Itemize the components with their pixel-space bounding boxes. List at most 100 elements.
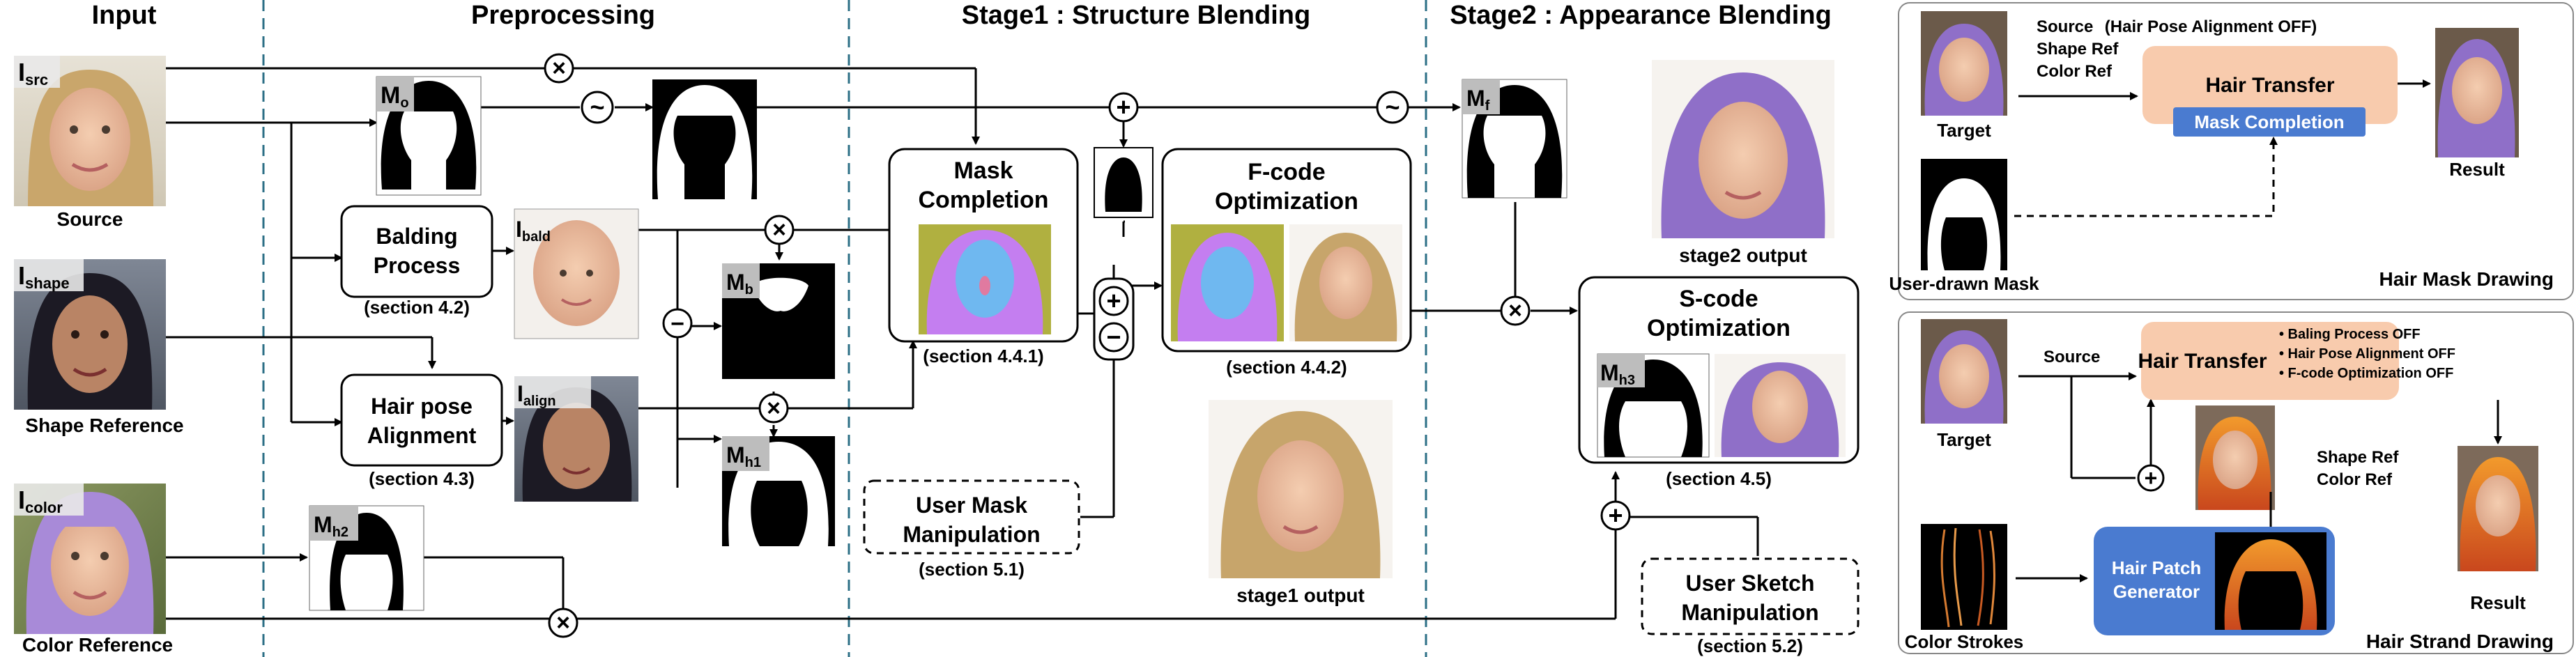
svg-text:+: +	[2145, 465, 2158, 490]
add-node-top: +	[1108, 92, 1139, 123]
section-title-stage1: Stage1 : Structure Blending	[962, 1, 1310, 30]
svg-text:User Mask: User Mask	[916, 493, 1027, 518]
top-panel-title: Hair Mask Drawing	[2379, 268, 2554, 290]
shape-reference-photo	[14, 259, 166, 410]
svg-text:×: ×	[556, 610, 570, 636]
balding-process-box: Balding Process	[340, 205, 493, 298]
generator-line-2: Generator	[2113, 581, 2200, 602]
hairpose-caption: (section 4.3)	[369, 468, 475, 489]
svg-text:Optimization: Optimization	[1647, 315, 1791, 341]
bottom-hair-transfer-box	[2141, 322, 2399, 400]
svg-text:+: +	[1608, 501, 1623, 530]
multiply-node-stage2: ×	[1500, 295, 1531, 326]
plus-minus-node: + −	[1093, 277, 1135, 361]
section-title-stage2: Stage2 : Appearance Blending	[1450, 1, 1832, 30]
svg-text:×: ×	[772, 217, 786, 243]
aligned-photo: Ialign	[514, 376, 638, 502]
svg-text:Isrc: Isrc	[18, 58, 48, 88]
bullet-2: • Hair Pose Alignment OFF	[2279, 346, 2455, 362]
svg-text:Mo: Mo	[381, 82, 409, 111]
balding-caption: (section 4.2)	[364, 297, 470, 318]
multiply-node-color: ×	[548, 608, 578, 638]
top-mask-completion-box	[2173, 107, 2366, 137]
svg-text:F-code: F-code	[1248, 159, 1325, 185]
connectors	[166, 67, 1759, 620]
mask-m-h2: Mh2	[309, 505, 424, 611]
multiply-node-bald: ×	[764, 215, 795, 245]
svg-text:Mh2: Mh2	[314, 512, 348, 540]
user-mask-manipulation-box: User Mask Manipulation	[863, 479, 1080, 555]
svg-text:Optimization: Optimization	[1215, 188, 1358, 215]
top-src-line-1: Source	[2037, 17, 2093, 36]
bullet-1: • Baling Process OFF	[2279, 327, 2421, 342]
svg-text:S-code: S-code	[1679, 286, 1758, 312]
color-reference-photo	[14, 484, 166, 634]
mask-m-f: Mf	[1462, 79, 1567, 199]
fcode-optimization-box: F-code Optimization	[1161, 148, 1412, 353]
generator-line-1: Hair Patch	[2112, 557, 2202, 578]
mask-complement-pre	[652, 79, 757, 199]
svg-text:×: ×	[552, 55, 566, 82]
svg-text:Alignment: Alignment	[367, 423, 477, 448]
top-src-line-3: Color Ref	[2037, 62, 2113, 81]
panel-hair-strand-drawing: Target Source + Hair Transfer • Baling P…	[1898, 311, 2574, 654]
shape-reference-caption: Shape Reference	[25, 415, 183, 436]
svg-text:Ishape: Ishape	[18, 261, 70, 292]
hair-pose-alignment-box: Hair pose Alignment	[340, 373, 503, 467]
multiply-node-top: ×	[544, 53, 574, 84]
minus-node: −	[662, 308, 693, 339]
label-i-color: Icolor	[14, 484, 84, 516]
bottom-panel-title: Hair Strand Drawing	[2366, 631, 2554, 652]
top-result-label: Result	[2449, 159, 2505, 180]
svg-text:×: ×	[1508, 297, 1522, 324]
label-i-src: Isrc	[14, 56, 60, 88]
mask-m-b: Mb	[722, 263, 835, 379]
user-mask-caption: (section 5.1)	[919, 559, 1025, 580]
bottom-color-strokes-label: Color Strokes	[1905, 631, 2024, 652]
stage1-output-caption: stage1 output	[1236, 585, 1365, 606]
tilde-node-pre: ~	[581, 91, 614, 124]
bald-photo: Ibald	[514, 208, 639, 339]
svg-text:−: −	[1106, 323, 1121, 351]
svg-text:Mb: Mb	[726, 270, 753, 297]
label-i-shape: Ishape	[14, 259, 84, 292]
fcode-caption: (section 4.4.2)	[1226, 357, 1347, 378]
bottom-hair-transfer-label: Hair Transfer	[2138, 350, 2267, 373]
source-caption: Source	[57, 208, 123, 230]
add-node-stage2: +	[1600, 500, 1631, 531]
stage2-output-caption: stage2 output	[1679, 245, 1807, 266]
mask-thumbnail-stage1	[1094, 147, 1153, 218]
svg-text:Icolor: Icolor	[18, 486, 63, 516]
stage1-output-photo	[1209, 400, 1393, 578]
bottom-color-ref: Color Ref	[2317, 470, 2393, 489]
bullet-3: • F-code Optimization OFF	[2279, 366, 2453, 381]
stage2-output-photo	[1652, 60, 1834, 238]
svg-text:Ibald: Ibald	[516, 217, 551, 245]
svg-text:~: ~	[1385, 93, 1400, 121]
svg-text:Process: Process	[374, 253, 461, 278]
scode-optimization-box: S-code Optimization Mh3	[1578, 276, 1860, 464]
svg-text:User Sketch: User Sketch	[1686, 571, 1815, 596]
top-user-drawn-label: User-drawn Mask	[1889, 273, 2039, 294]
top-hair-transfer-label: Hair Transfer	[2205, 74, 2334, 97]
svg-text:Completion: Completion	[919, 187, 1049, 213]
svg-text:×: ×	[767, 395, 781, 422]
user-sketch-manipulation-box: User Sketch Manipulation	[1641, 557, 1860, 635]
bottom-shape-ref: Shape Ref	[2317, 448, 2399, 467]
top-mask-completion-label: Mask Completion	[2194, 111, 2344, 132]
svg-text:~: ~	[590, 93, 604, 121]
svg-text:Hair pose: Hair pose	[371, 394, 473, 419]
svg-text:Mh3: Mh3	[1600, 360, 1635, 388]
bottom-source-label: Source	[2044, 348, 2100, 366]
color-reference-caption: Color Reference	[22, 634, 173, 656]
mask-m-o: Mo	[376, 76, 482, 196]
top-note: (Hair Pose Alignment OFF)	[2105, 17, 2317, 36]
svg-text:+: +	[1116, 93, 1130, 121]
top-src-line-2: Shape Ref	[2037, 40, 2119, 59]
user-sketch-caption: (section 5.2)	[1697, 635, 1803, 656]
bottom-result-label: Result	[2470, 592, 2526, 613]
svg-text:Ialign: Ialign	[517, 381, 556, 409]
mask-completion-box: Mask Completion	[888, 148, 1079, 343]
top-target-label: Target	[1937, 120, 1991, 141]
